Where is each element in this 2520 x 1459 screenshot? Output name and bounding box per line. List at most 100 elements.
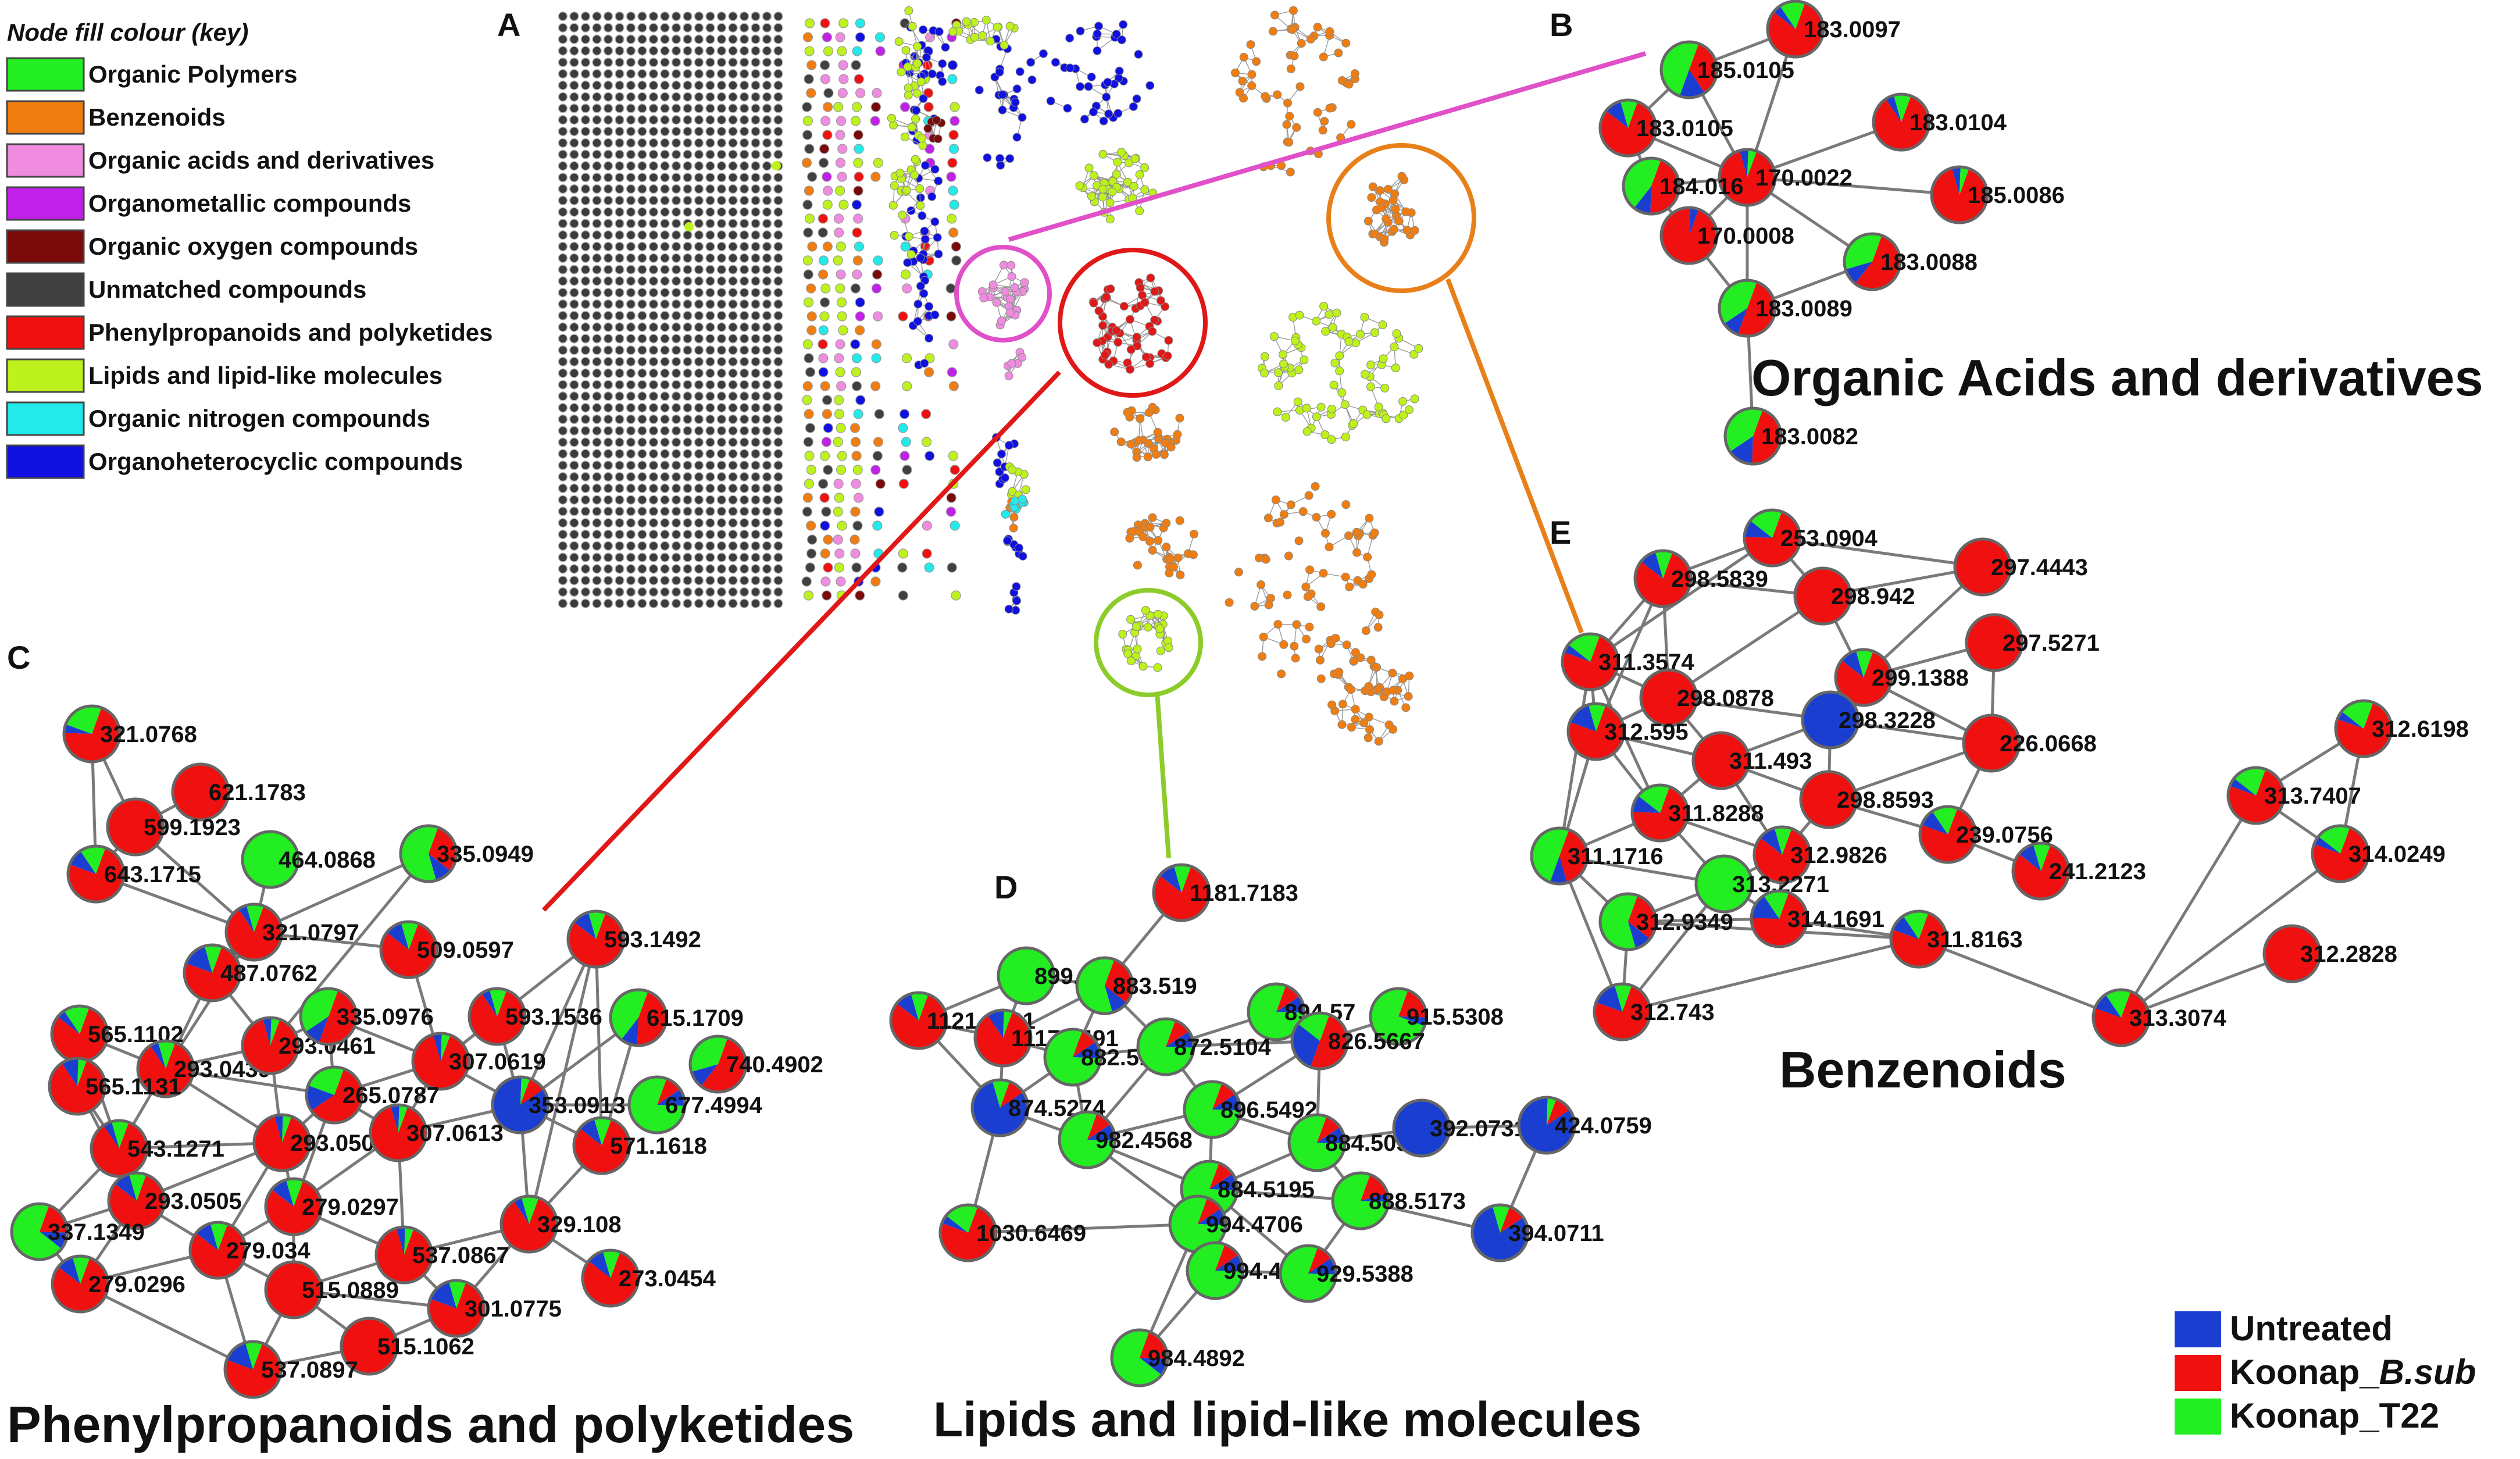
unmatched-node	[581, 450, 590, 458]
unmatched-node	[751, 415, 760, 424]
overview-node	[1090, 108, 1098, 116]
small-cluster-node	[852, 102, 862, 112]
unmatched-node	[661, 12, 669, 21]
unmatched-node	[627, 70, 636, 79]
unmatched-node	[615, 127, 624, 136]
node-label: 183.0082	[1761, 424, 1858, 450]
unmatched-node	[615, 553, 624, 562]
key-label: Phenylpropanoids and polyketides	[88, 319, 492, 346]
node-label: 298.942	[1831, 584, 1915, 609]
small-cluster-node	[819, 368, 828, 377]
unmatched-node	[763, 196, 772, 205]
unmatched-node	[638, 323, 647, 331]
unmatched-node	[581, 311, 590, 320]
connector-line-d	[1157, 692, 1169, 858]
small-cluster-node	[898, 591, 908, 600]
node-label: 1181.7183	[1190, 880, 1298, 906]
overview-node	[1136, 415, 1144, 423]
unmatched-node	[683, 415, 692, 424]
unmatched-node	[706, 92, 715, 101]
unmatched-node	[695, 519, 704, 527]
unmatched-node	[661, 541, 669, 550]
unmatched-node	[592, 173, 601, 182]
overview-node	[1316, 656, 1324, 664]
unmatched-node	[729, 288, 737, 297]
key-title: Node fill colour (key)	[7, 19, 248, 46]
connector-line-e	[1448, 279, 1582, 633]
overview-node	[1148, 327, 1157, 336]
panel-title-c: Phenylpropanoids and polyketides	[7, 1396, 854, 1453]
unmatched-node	[638, 254, 647, 262]
small-cluster-node	[873, 451, 882, 461]
unmatched-node	[638, 334, 647, 343]
overview-node	[1380, 235, 1389, 243]
small-cluster-node	[854, 158, 863, 167]
overview-node	[1126, 365, 1134, 373]
small-cluster-node	[875, 33, 884, 42]
unmatched-node	[570, 208, 579, 216]
unmatched-node	[695, 185, 704, 194]
key-swatch	[7, 58, 84, 91]
unmatched-node	[638, 231, 647, 240]
overview-node	[1151, 316, 1159, 324]
unmatched-node	[672, 300, 681, 309]
unmatched-node	[695, 484, 704, 493]
unmatched-node	[627, 242, 636, 251]
unmatched-node	[763, 208, 772, 216]
unmatched-node	[604, 265, 613, 274]
unmatched-node	[570, 23, 579, 32]
overview-node	[1093, 338, 1101, 347]
unmatched-node	[627, 12, 636, 21]
unmatched-node	[661, 58, 669, 67]
unmatched-node	[718, 599, 726, 608]
unmatched-node	[570, 599, 579, 608]
unmatched-node	[661, 484, 669, 493]
unmatched-node	[615, 300, 624, 309]
small-cluster-node	[820, 312, 829, 321]
small-cluster-node	[950, 465, 959, 475]
unmatched-node	[706, 380, 715, 389]
unmatched-node	[672, 438, 681, 447]
overview-node	[1136, 207, 1144, 215]
overview-node	[995, 68, 1004, 76]
unmatched-node	[649, 495, 658, 504]
unmatched-node	[570, 495, 579, 504]
small-cluster-node	[902, 465, 912, 475]
overview-node	[1391, 364, 1400, 372]
unmatched-node	[695, 553, 704, 562]
unmatched-node	[740, 185, 749, 194]
overview-node	[1345, 583, 1354, 591]
small-cluster-node	[837, 312, 847, 321]
unmatched-node	[672, 231, 681, 240]
unmatched-node	[559, 300, 567, 309]
unmatched-node	[627, 358, 636, 366]
node-label: 537.0897	[261, 1357, 358, 1383]
node-label: 621.1783	[209, 780, 306, 805]
unmatched-node	[740, 265, 749, 274]
small-cluster-node	[836, 340, 845, 349]
unmatched-node	[763, 380, 772, 389]
unmatched-node	[751, 392, 760, 401]
small-cluster-node	[855, 298, 865, 307]
unmatched-node	[740, 254, 749, 262]
unmatched-node	[615, 565, 624, 573]
unmatched-node	[718, 565, 726, 573]
unmatched-node	[774, 185, 783, 194]
key-label: Benzenoids	[88, 104, 226, 131]
small-cluster-node	[833, 256, 843, 265]
overview-node	[1297, 40, 1305, 48]
small-cluster-node	[803, 130, 812, 140]
overview-node	[1351, 70, 1359, 78]
small-cluster-node	[806, 88, 816, 98]
unmatched-node	[683, 588, 692, 597]
unmatched-node	[751, 519, 760, 527]
small-cluster-node	[822, 437, 831, 447]
overview-node	[1051, 58, 1059, 66]
small-cluster-node	[852, 354, 861, 363]
unmatched-node	[695, 173, 704, 182]
overview-node	[1306, 566, 1314, 574]
unmatched-node	[751, 47, 760, 55]
small-cluster-node	[922, 437, 931, 447]
unmatched-node	[559, 438, 567, 447]
small-cluster-node	[836, 130, 845, 140]
